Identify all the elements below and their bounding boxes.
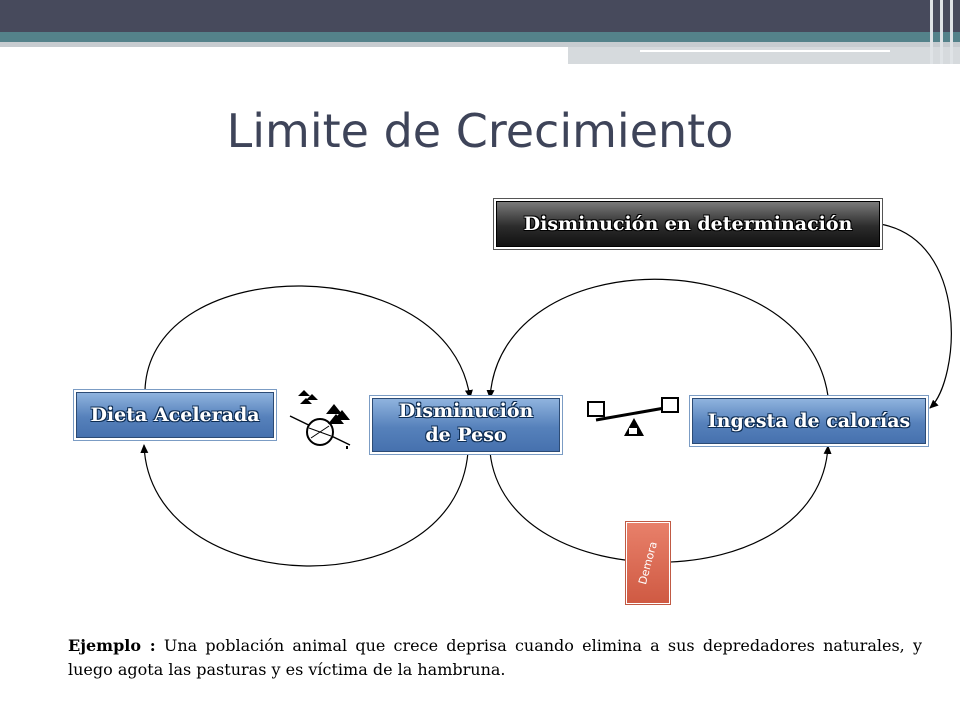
node-ingesta-calorias: Ingesta de calorías — [692, 398, 926, 444]
node-disminucion-peso: Disminución de Peso — [372, 398, 560, 452]
arrow-dieta-to-peso — [144, 285, 473, 399]
header-vertical-line — [950, 0, 953, 64]
header-accent-stripe — [0, 32, 960, 42]
node-disminucion-determinacion: Disminución en determinación — [496, 201, 880, 247]
delay-marker: Demora — [626, 522, 670, 604]
header-grey-stripe — [0, 42, 960, 47]
header-vertical-line — [930, 0, 933, 64]
example-text: Una población animal que crece deprisa c… — [68, 636, 922, 679]
example-label: Ejemplo : — [68, 636, 156, 655]
header-white-line — [640, 50, 890, 52]
arrow-ingesta-to-peso — [486, 278, 829, 399]
arrow-peso-to-dieta — [140, 444, 469, 567]
header-vertical-line — [940, 0, 943, 64]
node-dieta-acelerada: Dieta Acelerada — [76, 392, 274, 438]
arrow-determinacion-to-ingesta — [879, 223, 952, 409]
header-bar — [0, 0, 960, 32]
balance-scale-icon — [587, 397, 679, 436]
delay-label: Demora — [636, 540, 660, 586]
example-paragraph: Ejemplo : Una población animal que crece… — [68, 634, 922, 682]
slide-title: Limite de Crecimiento — [226, 104, 734, 158]
snowball-icon — [289, 390, 351, 449]
node-label-line2: de Peso — [425, 424, 507, 446]
node-label-line1: Disminución — [398, 400, 534, 422]
